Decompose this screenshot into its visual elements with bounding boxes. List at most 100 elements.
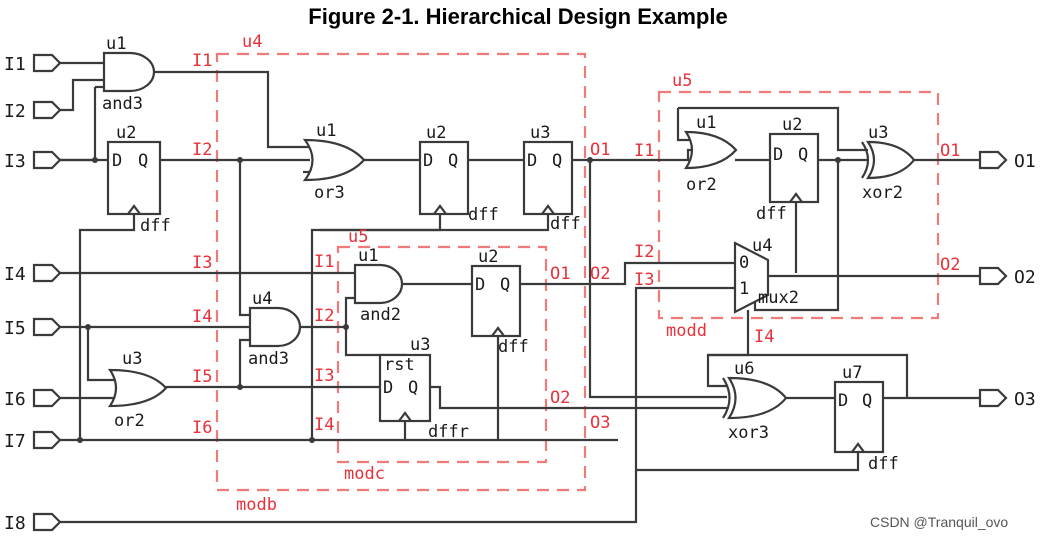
svg-text:and3: and3 <box>102 94 143 114</box>
svg-text:I4: I4 <box>754 327 774 347</box>
svg-text:I4: I4 <box>4 264 26 285</box>
svg-text:mux2: mux2 <box>758 288 799 308</box>
svg-text:O2: O2 <box>940 255 960 275</box>
svg-text:dffr: dffr <box>428 422 469 442</box>
svg-text:I5: I5 <box>192 367 212 387</box>
svg-text:dff: dff <box>868 454 899 474</box>
svg-text:or3: or3 <box>314 183 345 203</box>
svg-text:D: D <box>423 151 433 171</box>
svg-text:0: 0 <box>739 253 749 273</box>
svg-text:u4: u4 <box>752 236 772 256</box>
svg-text:u6: u6 <box>734 359 754 379</box>
modc-boundary <box>336 245 548 464</box>
input-port-i2: I2 <box>4 100 62 122</box>
svg-text:I3: I3 <box>4 151 26 172</box>
svg-text:dff: dff <box>756 204 787 224</box>
svg-text:or2: or2 <box>686 175 717 195</box>
top-u7-dff: D Q u7 dff <box>833 363 899 474</box>
svg-text:or2: or2 <box>114 411 145 431</box>
input-port-i6: I6 <box>4 388 62 410</box>
output-port-o1: O1 <box>978 150 1036 172</box>
svg-text:u5: u5 <box>348 227 368 247</box>
svg-text:D: D <box>383 378 393 398</box>
input-port-i3: I3 <box>4 150 62 172</box>
svg-text:u2: u2 <box>478 247 498 267</box>
output-port-o2: O2 <box>978 266 1036 288</box>
svg-text:modc: modc <box>344 464 385 484</box>
top-u1-and3-gate: u1 and3 <box>102 34 156 114</box>
svg-text:u5: u5 <box>672 71 692 91</box>
svg-text:O1: O1 <box>590 140 610 160</box>
modb-labels: u4 modb I1 I2 I3 I4 I5 I6 O1 O2 O3 <box>192 32 610 515</box>
svg-text:O2: O2 <box>1014 267 1036 288</box>
svg-text:O2: O2 <box>590 264 610 284</box>
svg-text:and3: and3 <box>248 349 289 369</box>
svg-text:modb: modb <box>236 495 277 515</box>
top-u6-xor3-gate: u6 xor3 <box>722 359 788 443</box>
svg-text:I4: I4 <box>192 307 212 327</box>
junctions <box>77 157 841 443</box>
svg-text:I6: I6 <box>192 418 212 438</box>
svg-text:Q: Q <box>552 151 562 171</box>
svg-text:Q: Q <box>862 391 872 411</box>
modd-boundary <box>657 90 940 320</box>
svg-text:xor3: xor3 <box>728 423 769 443</box>
svg-text:rst: rst <box>384 355 415 375</box>
svg-text:Q: Q <box>138 151 148 171</box>
svg-text:u2: u2 <box>426 123 446 143</box>
figure-title: Figure 2-1. Hierarchical Design Example <box>308 4 727 29</box>
csdn-watermark: CSDN @Tranquil_ovo <box>870 514 1008 530</box>
svg-text:u1: u1 <box>316 121 336 141</box>
svg-text:I6: I6 <box>4 389 26 410</box>
wires <box>60 61 980 524</box>
svg-text:u4: u4 <box>242 32 262 52</box>
svg-text:I5: I5 <box>4 318 26 339</box>
svg-text:O3: O3 <box>590 413 610 433</box>
modc-labels: u5 modc I1 I2 I3 I4 O1 O2 <box>314 227 570 484</box>
top-u2-dff: D Q u2 dff <box>106 123 171 236</box>
svg-text:u1: u1 <box>358 246 378 266</box>
svg-text:u3: u3 <box>410 335 430 355</box>
svg-text:I1: I1 <box>4 54 26 75</box>
input-port-i8: I8 <box>4 512 62 534</box>
svg-text:D: D <box>838 391 848 411</box>
svg-text:I1: I1 <box>634 141 654 161</box>
svg-text:u3: u3 <box>122 349 142 369</box>
top-u3-or2-gate: u3 or2 <box>107 349 168 431</box>
svg-text:Q: Q <box>408 378 418 398</box>
svg-text:dff: dff <box>140 216 171 236</box>
svg-text:I3: I3 <box>314 366 334 386</box>
svg-text:I3: I3 <box>192 253 212 273</box>
input-port-i1: I1 <box>4 53 62 75</box>
output-port-o3: O3 <box>978 388 1036 410</box>
output-ports: O1 O2 O3 <box>978 150 1036 410</box>
svg-text:u1: u1 <box>106 34 126 54</box>
svg-text:modd: modd <box>666 321 707 341</box>
svg-text:O3: O3 <box>1014 389 1036 410</box>
input-port-i5: I5 <box>4 317 62 339</box>
modc-u1-and2-gate: u1 and2 <box>353 246 404 325</box>
svg-text:u1: u1 <box>696 113 716 133</box>
modd-labels: u5 modd I1 I2 I3 I4 O1 O2 <box>634 71 960 347</box>
svg-text:u4: u4 <box>252 289 272 309</box>
svg-text:O2: O2 <box>550 388 570 408</box>
svg-text:Q: Q <box>500 275 510 295</box>
modb-u1-or3-gate: u1 or3 <box>302 121 366 203</box>
svg-text:I2: I2 <box>192 140 212 160</box>
svg-text:and2: and2 <box>360 305 401 325</box>
svg-text:I1: I1 <box>192 51 212 71</box>
modb-u2-dff: D Q u2 dff <box>418 123 499 225</box>
svg-text:I2: I2 <box>314 306 334 326</box>
svg-text:I4: I4 <box>314 415 334 435</box>
svg-text:u3: u3 <box>530 123 550 143</box>
modd-u2-dff: D Q u2 dff <box>756 115 820 224</box>
svg-text:1: 1 <box>739 279 749 299</box>
input-port-i7: I7 <box>4 430 62 452</box>
svg-text:dff: dff <box>498 337 529 357</box>
svg-text:O1: O1 <box>1014 151 1036 172</box>
svg-text:O1: O1 <box>940 141 960 161</box>
svg-text:I2: I2 <box>634 242 654 262</box>
svg-text:D: D <box>112 151 122 171</box>
svg-text:xor2: xor2 <box>862 183 903 203</box>
